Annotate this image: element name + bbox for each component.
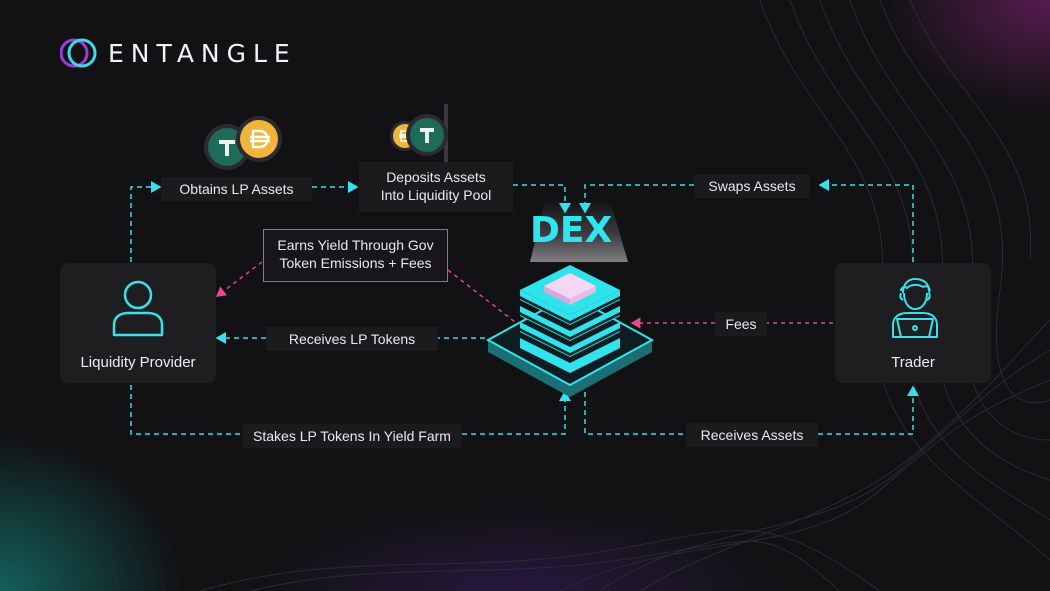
liquidity-provider-label: Liquidity Provider [80,354,196,371]
earns-yield-line-1: Earns Yield Through Gov [277,237,434,253]
tether-coin-icon [208,128,246,166]
flow-stakes-right [462,390,571,435]
flow-obtains-lp-assets [130,181,162,262]
deposits-line-2: Into Liquidity Pool [380,187,492,203]
label-earns-yield: Earns Yield Through Gov Token Emissions … [263,229,448,282]
earns-yield-line-2: Token Emissions + Fees [279,255,432,271]
label-swaps-assets: Swaps Assets [694,174,810,198]
label-deposits-assets: Deposits Assets Into Liquidity Pool [359,162,513,212]
label-receives-assets: Receives Assets [686,423,818,447]
entangle-logo-icon [60,38,97,68]
flow-receives-assets-left [584,392,686,435]
flow-receives-assets-right [818,385,919,435]
brand-name: ENTANGLE [108,38,297,68]
dai-coin-icon [240,120,278,158]
person-icon [112,280,164,337]
entangle-logo: ENTANGLE [60,36,297,70]
tether-coin-icon [410,118,444,152]
dex-stack-icon [485,265,655,397]
label-obtains-lp-assets: Obtains LP Assets [161,177,312,201]
flag-pole [444,104,448,162]
flow-swaps-from-trader [818,179,914,262]
liquidity-provider-node: Liquidity Provider [60,263,216,383]
flow-swaps-to-dex [579,184,694,214]
background-waves [199,0,1050,591]
flow-earns-yield-from-dex [447,269,516,323]
label-receives-lp-tokens: Receives LP Tokens [266,327,438,351]
flow-earns-yield-arrow [215,261,263,297]
dex-light-beam [530,200,628,262]
label-fees: Fees [715,312,767,336]
label-stakes-lp-tokens: Stakes LP Tokens In Yield Farm [242,424,462,448]
trader-laptop-icon [892,278,938,338]
dex-title: DEX [530,210,613,251]
deposits-line-1: Deposits Assets [386,169,486,185]
trader-node: Trader [835,263,991,383]
trader-label: Trader [891,354,935,371]
flow-stakes-left [130,385,242,435]
